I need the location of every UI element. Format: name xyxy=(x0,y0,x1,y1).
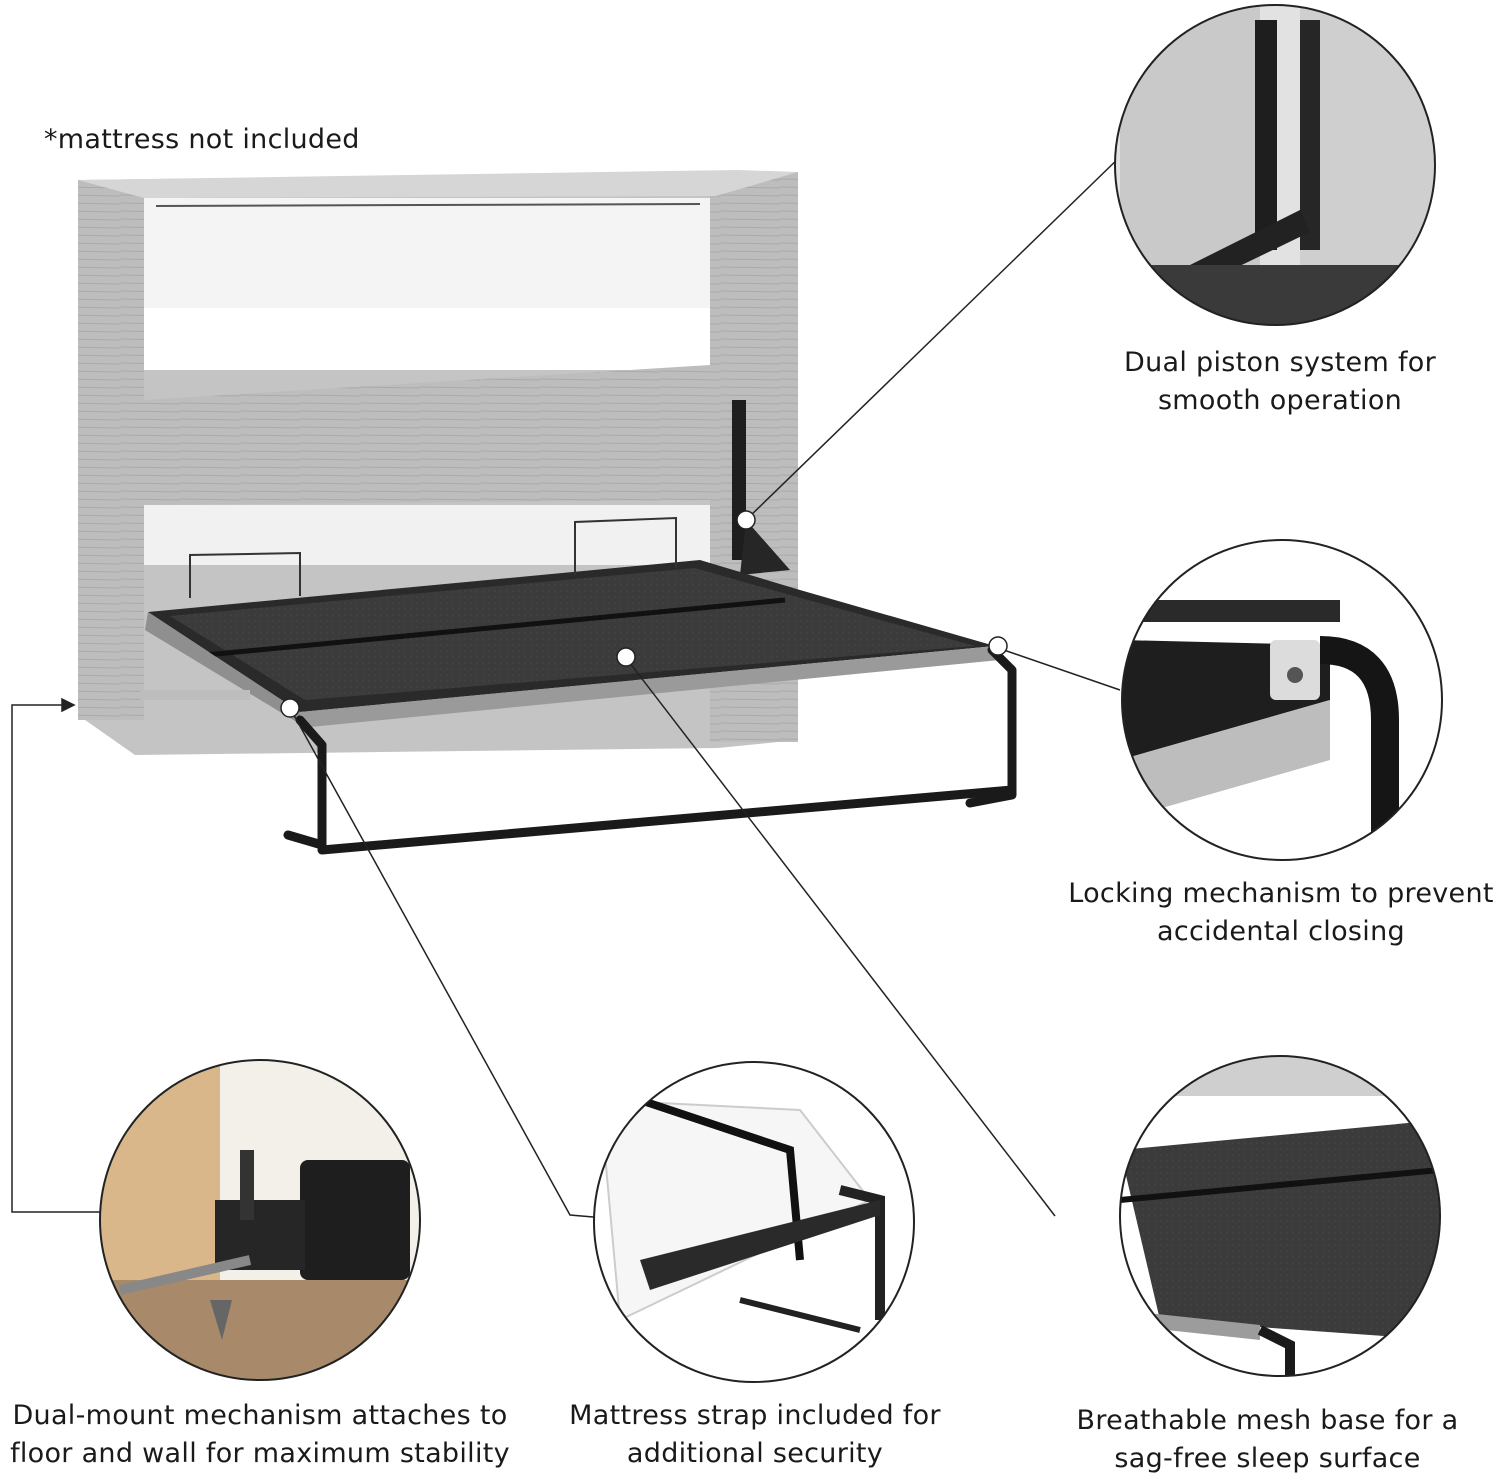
caption-lock: Locking mechanism to prevent accidental … xyxy=(1062,875,1500,951)
caption-lock-line2: accidental closing xyxy=(1157,916,1405,947)
hotspot-piston xyxy=(736,510,756,530)
caption-strap-line2: additional security xyxy=(626,1438,884,1469)
detail-mount-image xyxy=(99,1059,421,1381)
detail-strap-image xyxy=(593,1061,915,1383)
detail-lock-image xyxy=(1121,539,1443,861)
caption-mount: Dual-mount mechanism attaches to floor a… xyxy=(0,1397,520,1473)
cabinet-base-rail xyxy=(140,690,250,700)
caption-mesh-line1: Breathable mesh base for a xyxy=(1076,1405,1459,1436)
caption-lock-line1: Locking mechanism to prevent xyxy=(1068,878,1494,909)
detail-piston-image xyxy=(1114,4,1436,326)
caption-piston-line2: smooth operation xyxy=(1157,385,1403,416)
caption-mount-line1: Dual-mount mechanism attaches to xyxy=(12,1400,508,1431)
caption-mesh: Breathable mesh base for a sag-free slee… xyxy=(1065,1402,1470,1478)
caption-piston-line1: Dual piston system for xyxy=(1124,347,1436,378)
detail-mesh-image xyxy=(1119,1055,1441,1377)
hotspot-lock xyxy=(988,636,1008,656)
hotspots xyxy=(280,510,1008,718)
caption-piston: Dual piston system for smooth operation xyxy=(1080,344,1480,420)
hotspot-mesh xyxy=(616,647,636,667)
hotspot-strap xyxy=(280,698,300,718)
caption-mount-line2: floor and wall for maximum stability xyxy=(10,1438,510,1469)
bed-frame xyxy=(145,516,1000,728)
bed-legs xyxy=(283,645,1017,855)
caption-strap: Mattress strap included for additional s… xyxy=(555,1397,955,1473)
caption-mesh-line2: sag-free sleep surface xyxy=(1114,1443,1421,1474)
caption-strap-line1: Mattress strap included for xyxy=(569,1400,941,1431)
mattress-note: *mattress not included xyxy=(44,124,360,155)
